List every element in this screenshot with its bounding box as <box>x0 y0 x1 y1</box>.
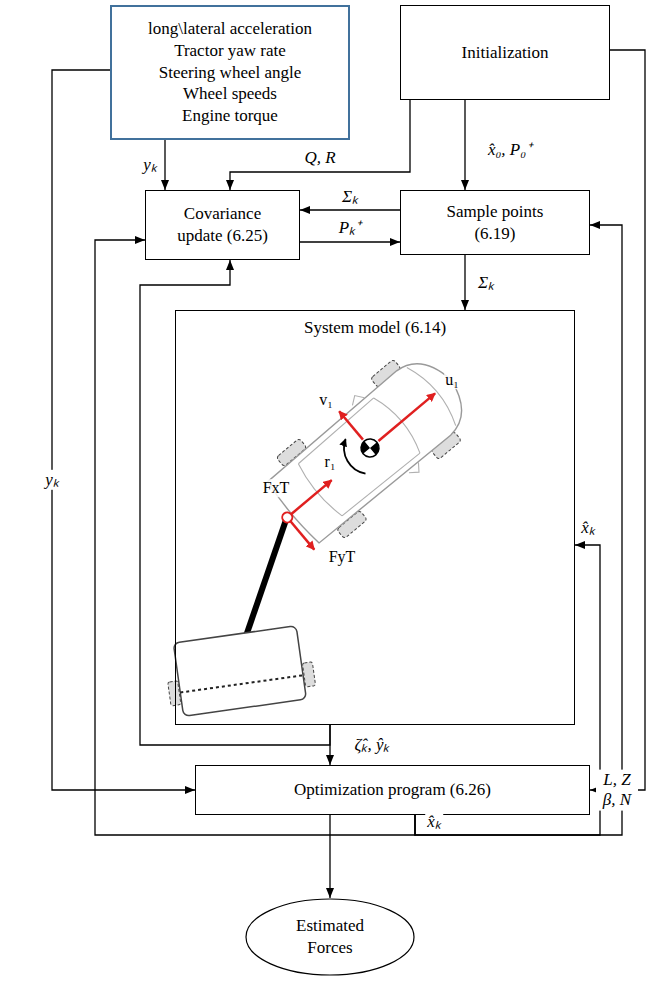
node-label: Engine torque <box>182 105 278 127</box>
force-label: FxT <box>262 479 291 497</box>
connector-arrow <box>300 209 400 210</box>
model-frame: System model (6.14) <box>175 310 575 725</box>
v1-arrow <box>339 411 363 439</box>
signal-label: yₖ <box>141 155 159 175</box>
ellipse-outline <box>245 898 415 976</box>
node-text-block: System model (6.14) <box>304 317 446 339</box>
node-text-block: Initialization <box>462 42 549 64</box>
signal-label: x̂₀, P₀⁺ <box>486 140 534 160</box>
signal-label: x̂ₖ <box>425 812 443 832</box>
process-box: Optimization program (6.26) <box>195 765 590 815</box>
process-box: Sample points (6.19) <box>400 190 590 255</box>
ellipse-shape <box>246 899 414 975</box>
node-label: Tractor yaw rate <box>174 40 286 62</box>
cg-symbol <box>357 435 382 460</box>
node-text-block: Optimization program (6.26) <box>294 779 491 801</box>
connector-arrow <box>590 50 645 790</box>
signal-label: L, Z β, N <box>596 770 638 811</box>
signal-label: Σₖ <box>340 187 360 207</box>
node-text-block: long\lateral accelerationTractor yaw rat… <box>148 18 312 127</box>
connector-arrow <box>329 815 330 898</box>
trailer-axle <box>180 675 303 692</box>
velocity-label: v₁ <box>318 391 334 409</box>
node-label: Sample points (6.19) <box>435 201 555 245</box>
trailer-wheel <box>302 662 315 687</box>
tractor-car <box>249 339 485 561</box>
process-box: Covariance update (6.25) <box>145 190 300 260</box>
node-text-block: Sample points (6.19) <box>435 201 555 245</box>
velocity-label: u₁ <box>444 371 460 389</box>
connector-arrow <box>164 140 165 190</box>
fxt-arrow <box>291 480 332 514</box>
connector-arrow <box>52 70 195 790</box>
trailer <box>162 624 317 718</box>
node-label: Optimization program (6.26) <box>294 779 491 801</box>
trailer-body <box>173 626 306 717</box>
node-text-block: Estimated Forces <box>283 915 378 959</box>
signal-label: Q, R <box>302 148 337 168</box>
signal-label: Pₖ⁺ <box>337 218 363 238</box>
node-label: Estimated Forces <box>283 915 378 959</box>
node-label: Steering wheel angle <box>159 62 302 84</box>
node-label: long\lateral acceleration <box>148 18 312 40</box>
process-box: Initialization <box>400 5 610 100</box>
yaw-rate-label: r₁ <box>324 453 337 471</box>
car-body <box>264 348 478 546</box>
u1-arrow <box>378 393 435 441</box>
tow-bar <box>246 517 287 636</box>
output-ellipse: Estimated Forces <box>245 898 415 976</box>
connector-arrow <box>464 100 465 190</box>
fyt-arrow <box>290 521 314 549</box>
force-label: FyT <box>328 548 357 566</box>
signal-label: Σₖ <box>476 273 496 293</box>
connector-arrow <box>464 255 465 310</box>
node-label: Covariance update (6.25) <box>165 203 280 247</box>
cg-quadrants <box>357 435 382 460</box>
yaw-rate-arc <box>344 439 365 474</box>
trailer-wheel <box>168 681 181 706</box>
node-label: System model (6.14) <box>304 317 446 339</box>
connector-arrow <box>230 100 410 190</box>
node-label: Initialization <box>462 42 549 64</box>
signal-label: ζ̂ₖ, ŷₖ <box>353 735 392 755</box>
signal-label: x̂ₖ <box>579 518 597 538</box>
connector-arrow <box>415 545 600 835</box>
connector-arrow <box>300 241 400 242</box>
connector-arrow <box>140 260 330 745</box>
node-text-block: Covariance update (6.25) <box>165 203 280 247</box>
hitch-point <box>280 510 294 524</box>
connector-arrow <box>415 225 622 835</box>
car-body-lines <box>293 363 462 522</box>
signal-label: yₖ <box>43 470 61 490</box>
connector-arrow <box>95 240 415 835</box>
sensor-list-box: long\lateral accelerationTractor yaw rat… <box>110 5 350 140</box>
node-label: Wheel speeds <box>183 83 277 105</box>
